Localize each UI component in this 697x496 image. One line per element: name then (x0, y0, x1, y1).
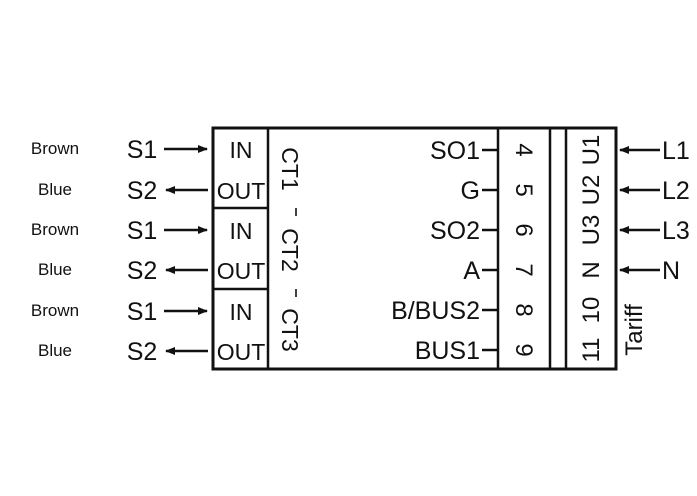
meter-enclosure (211, 126, 618, 371)
ct-signal-label: S1 (127, 217, 158, 245)
comm-terminal-label: SO1 (430, 137, 480, 165)
comm-terminal-label: G (461, 177, 480, 205)
comm-terminal-label: BUS1 (415, 337, 480, 365)
voltage-pin-label: U2 (578, 175, 605, 206)
voltage-pin-label: 11 (578, 338, 605, 363)
comm-pin-number: 4 (510, 143, 537, 156)
comm-pin-number: 8 (510, 303, 537, 316)
ct-terminal-label: OUT (217, 178, 266, 204)
voltage-pin-label: 10 (578, 297, 605, 324)
line-input-label: L1 (662, 137, 690, 165)
comm-terminal-label: B/BUS2 (391, 297, 480, 325)
ct-group-label: CT1 (277, 147, 303, 190)
ct-terminal-label: OUT (217, 258, 266, 284)
voltage-pin-label: N (578, 261, 605, 278)
comm-terminal-label: SO2 (430, 217, 480, 245)
wire-color-label: Brown (31, 220, 79, 239)
comm-pin-number: 5 (510, 183, 537, 196)
voltage-pin-label: U3 (578, 215, 605, 246)
ct-terminal-label: IN (230, 137, 253, 163)
wire-color-label: Brown (31, 301, 79, 320)
wire-color-label: Blue (38, 260, 72, 279)
ct-signal-label: S2 (127, 177, 158, 205)
voltage-pin-label: U1 (578, 135, 605, 166)
ct-signal-label: S1 (127, 136, 158, 164)
tariff-label: Tariff (621, 304, 648, 356)
ct-terminal-label: IN (230, 299, 253, 325)
wire-color-label: Brown (31, 139, 79, 158)
ct-signal-label: S2 (127, 257, 158, 285)
ct-terminal-label: IN (230, 218, 253, 244)
line-input-label: L2 (662, 177, 690, 205)
comm-pin-number: 7 (510, 263, 537, 276)
comm-pin-number: 9 (510, 343, 537, 356)
comm-pin-number: 6 (510, 223, 537, 236)
ct-group-label: CT3 (277, 308, 303, 351)
line-input-label: L3 (662, 217, 690, 245)
line-input-label: N (662, 257, 680, 285)
ct-signal-label: S1 (127, 298, 158, 326)
ct-signal-label: S2 (127, 338, 158, 366)
ct-terminal-label: OUT (217, 339, 266, 365)
wire-color-label: Blue (38, 341, 72, 360)
wire-color-label: Blue (38, 180, 72, 199)
ct-group-label: CT2 (277, 228, 303, 271)
comm-terminal-label: A (463, 257, 480, 285)
